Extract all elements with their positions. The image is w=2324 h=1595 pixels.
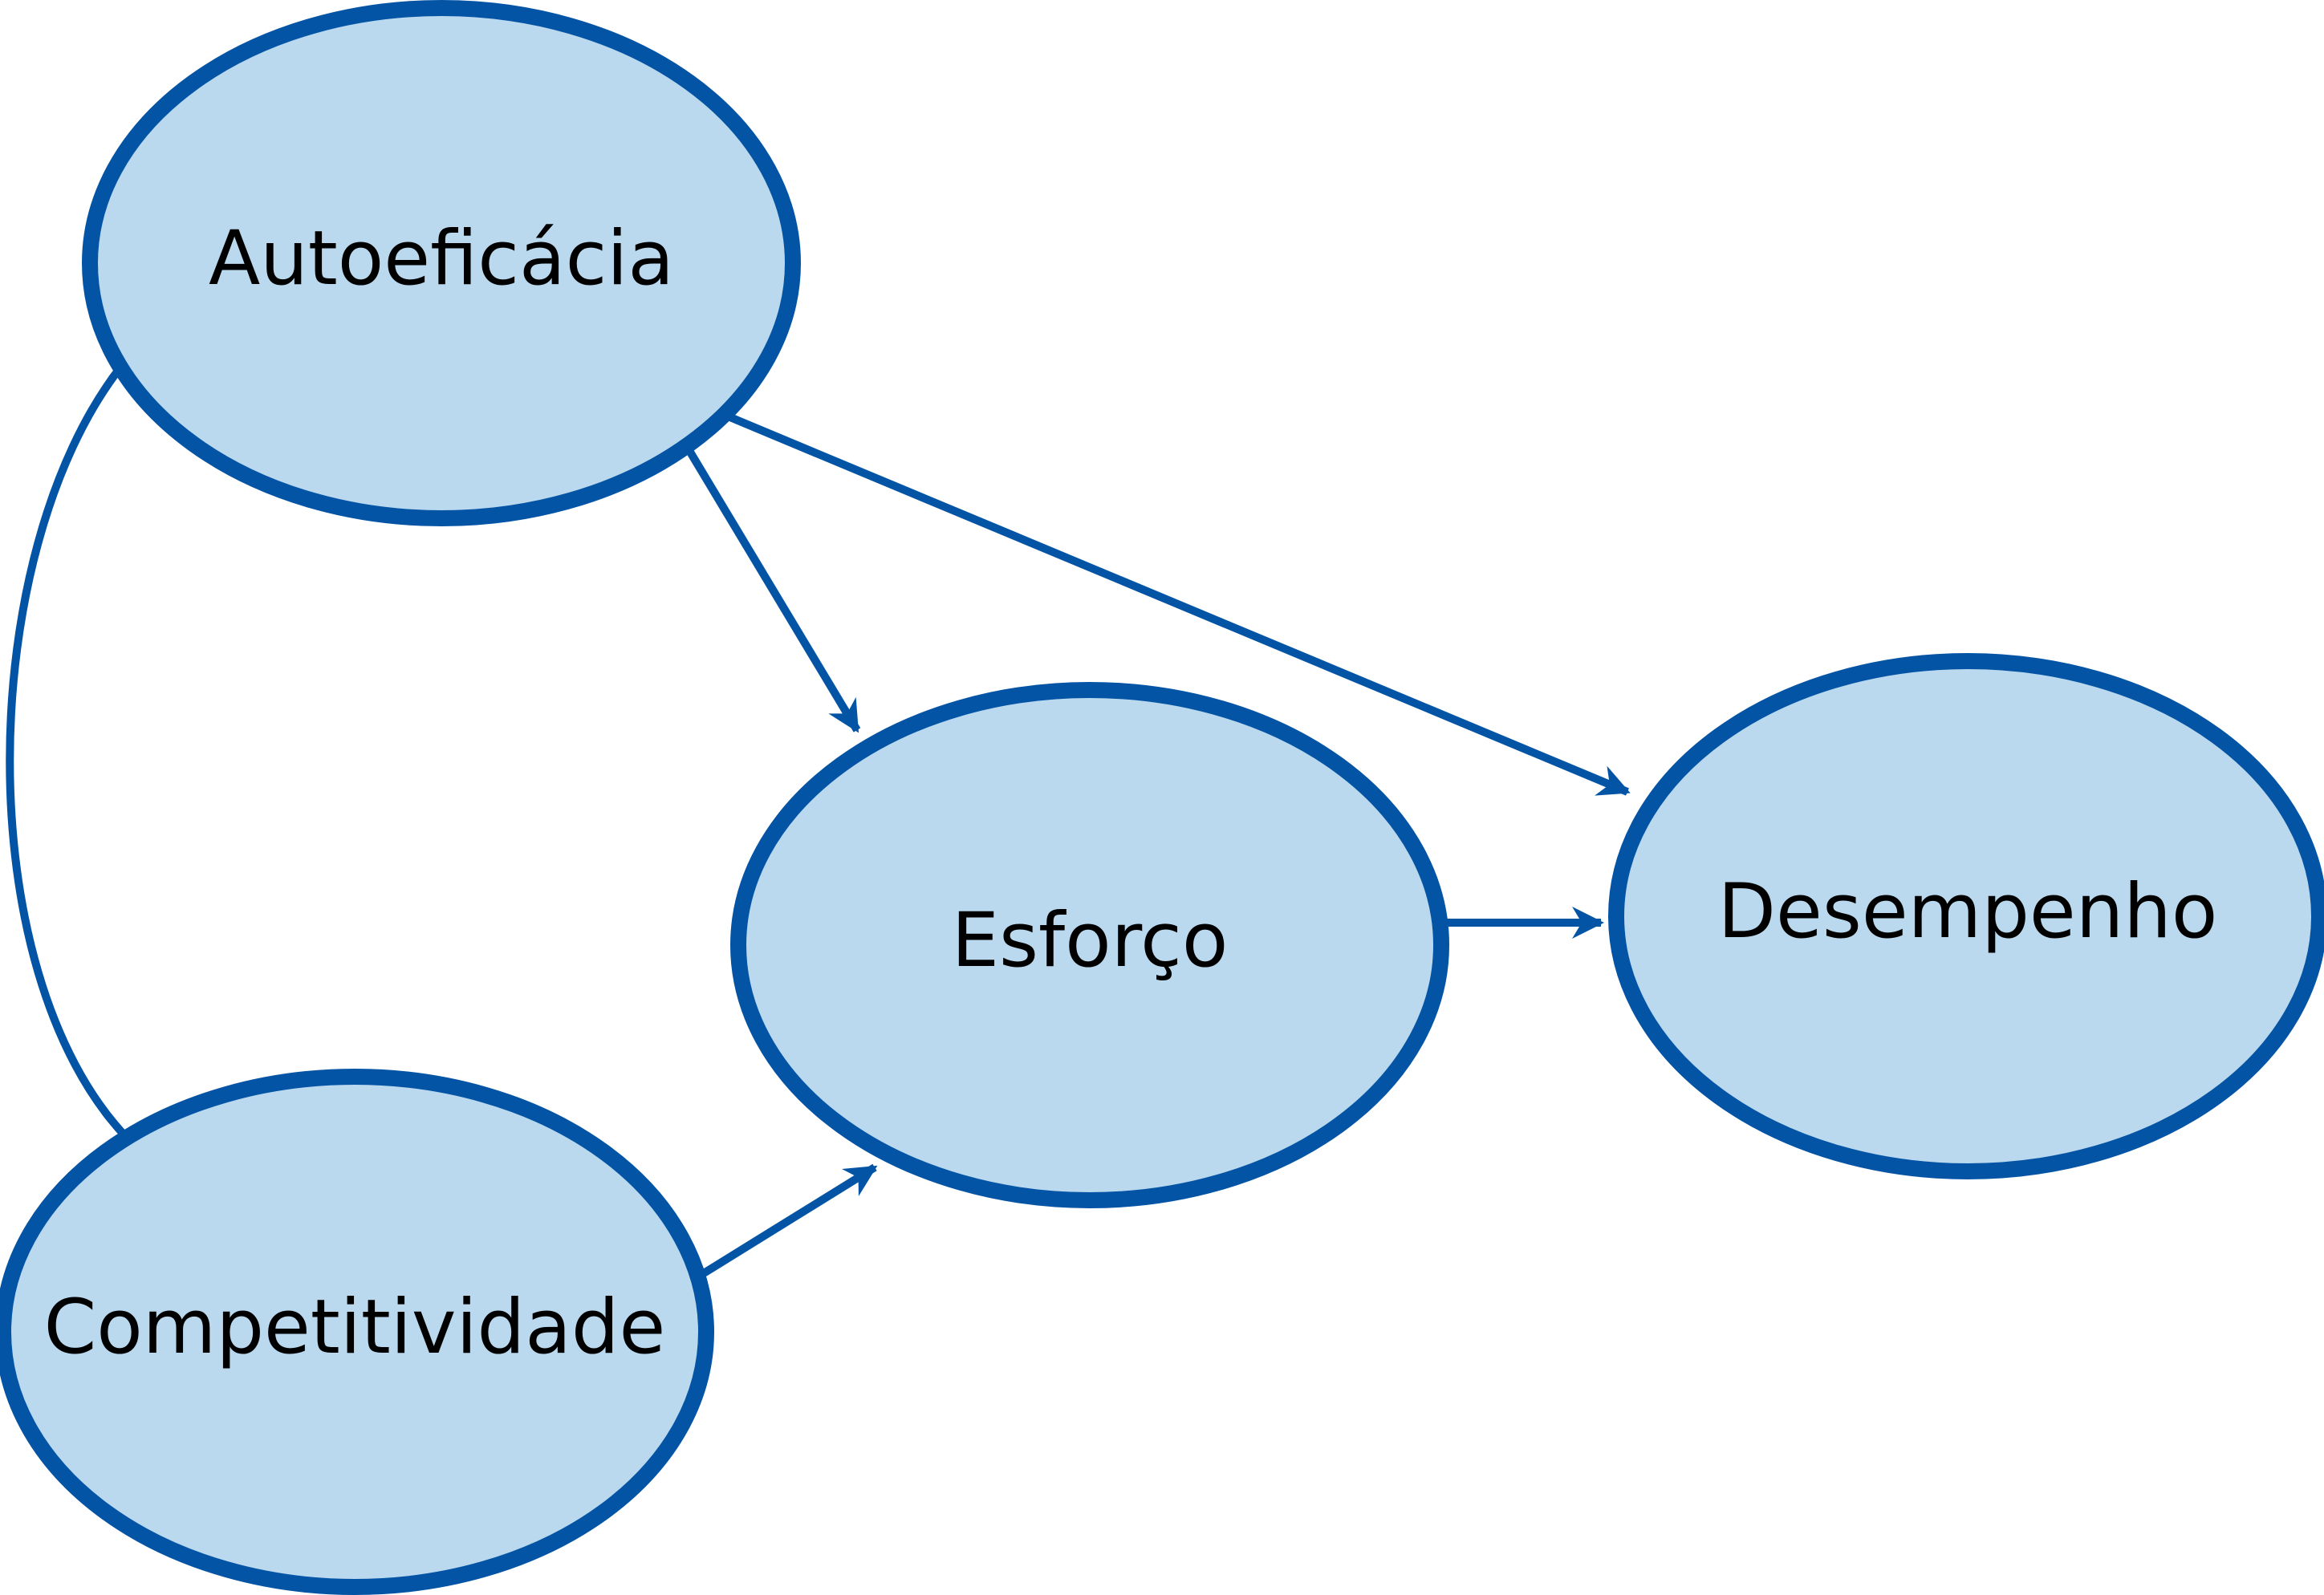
node-competitividade: Competitividade [0, 1069, 714, 1595]
node-competitividade-label: Competitividade [44, 1284, 666, 1371]
node-esforco-label: Esforço [952, 897, 1229, 984]
node-autoeficacia: Autoeficácia [82, 0, 801, 526]
node-esforco-ellipse [730, 682, 1449, 1208]
edge-autoeficacia-esforco [682, 443, 861, 733]
edge-autoeficacia-desempenho [725, 412, 1631, 796]
edge-autoeficacia-competitividade [6, 364, 130, 1141]
node-autoeficacia-label: Autoeficácia [209, 215, 674, 302]
node-competitividade-ellipse [0, 1069, 714, 1595]
node-esforco: Esforço [730, 682, 1449, 1208]
node-autoeficacia-ellipse [82, 0, 801, 526]
edge-competitividade-esforco [697, 1163, 878, 1280]
node-desempenho-label: Desempenho [1718, 868, 2218, 956]
node-desempenho-ellipse [1608, 653, 2324, 1179]
node-desempenho: Desempenho [1608, 653, 2324, 1179]
